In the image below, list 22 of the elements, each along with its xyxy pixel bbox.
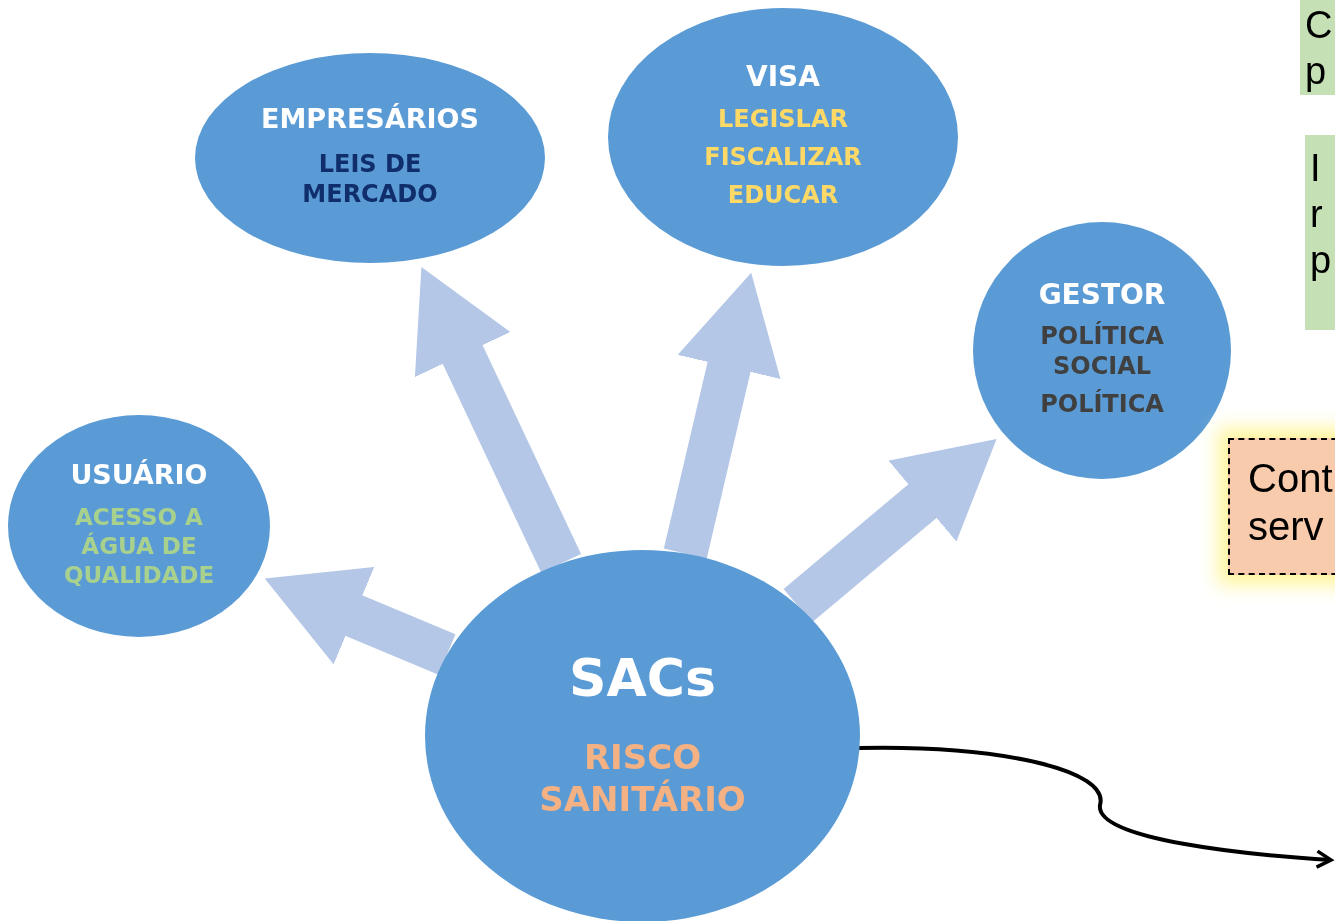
node-text: LEGISLAR — [718, 103, 848, 134]
node-title: EMPRESÁRIOS — [261, 102, 479, 136]
node-title: SACs — [569, 647, 716, 710]
curved-arrow — [858, 745, 1333, 869]
note-box — [1228, 438, 1335, 575]
box-text: C p — [1305, 3, 1334, 94]
block-arrow — [414, 267, 582, 573]
node-text: FISCALIZAR — [704, 141, 862, 172]
box-text: I r p — [1310, 146, 1333, 283]
node-text: RISCO SANITÁRIO — [538, 735, 747, 821]
node-text: LEIS DE MERCADO — [301, 149, 439, 210]
node-text: EDUCAR — [727, 179, 839, 210]
node-title: GESTOR — [1038, 277, 1166, 312]
node-text: POLÍTICA SOCIAL — [1039, 321, 1165, 382]
block-arrow — [783, 438, 997, 623]
block-arrow — [663, 272, 781, 559]
node-text: ACESSO A ÁGUA DE QUALIDADE — [62, 503, 216, 590]
box-text: Cont serv — [1248, 455, 1334, 550]
node-title: USUÁRIO — [70, 458, 208, 492]
block-arrow — [264, 566, 456, 675]
node-text: POLÍTICA — [1040, 389, 1164, 420]
node-title: VISA — [746, 60, 820, 94]
